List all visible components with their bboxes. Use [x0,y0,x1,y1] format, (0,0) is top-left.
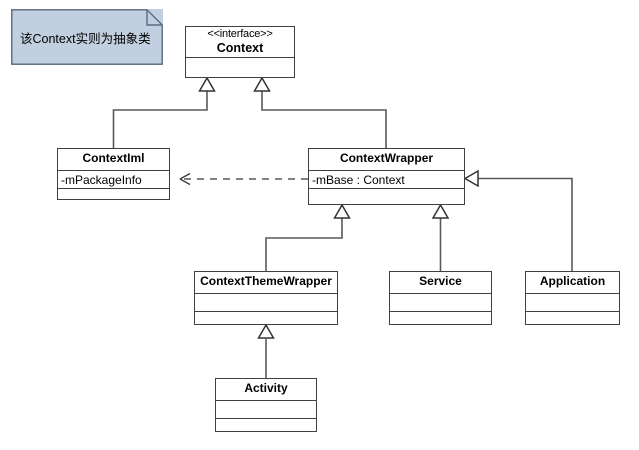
class-name-contextwrapper: ContextWrapper [309,149,464,171]
edge-contextiml-to-context [112,90,208,148]
class-box-application[interactable]: Application [525,271,620,325]
class-operations-contextthemewrapper [195,312,337,330]
class-operations-contextwrapper [309,189,464,207]
class-name-context: Context [216,40,264,55]
class-name-activity: Activity [216,379,316,401]
class-operations-activity [216,419,316,437]
triangle-application-generalization [463,169,479,188]
class-box-context[interactable]: <<interface>> Context [185,26,295,78]
class-attributes-contextiml: -mPackageInfo [58,171,169,189]
class-attributes-contextthemewrapper [195,294,337,312]
class-name-contextthemewrapper: ContextThemeWrapper [195,272,337,294]
class-attributes-contextwrapper: -mBase : Context [309,171,464,189]
triangle-contextiml-generalization [198,76,216,92]
class-header-context: <<interface>> Context [186,27,294,59]
class-box-service[interactable]: Service [389,271,492,325]
triangle-contextwrapper-generalization [253,76,271,92]
class-box-contextthemewrapper[interactable]: ContextThemeWrapper [194,271,338,325]
edge-contextwrapper-to-context [261,90,387,148]
triangle-contextthemewrapper-generalization [333,203,351,219]
class-operations-context [186,58,294,77]
class-name-contextiml: ContextIml [58,149,169,171]
class-operations-service [390,312,491,330]
note-text: 该Context实则为抽象类 [20,32,151,46]
class-box-contextwrapper[interactable]: ContextWrapper -mBase : Context [308,148,465,205]
edge-contextthemewrapper-to-contextwrapper [265,218,343,271]
class-box-contextiml[interactable]: ContextIml -mPackageInfo [57,148,170,200]
triangle-service-generalization [431,203,450,219]
class-stereotype-context: <<interface>> [207,28,273,40]
class-attributes-activity [216,401,316,419]
class-box-activity[interactable]: Activity [215,378,317,432]
class-operations-application [526,312,619,330]
edge-contextwrapper-realizes-contextiml [179,172,308,186]
class-attributes-service [390,294,491,312]
edge-application-to-contextwrapper [478,177,573,271]
class-name-application: Application [526,272,619,294]
note-shape [11,9,163,65]
note-comment: 该Context实则为抽象类 [11,9,163,65]
class-name-service: Service [390,272,491,294]
class-attributes-application [526,294,619,312]
class-operations-contextiml [58,189,169,207]
